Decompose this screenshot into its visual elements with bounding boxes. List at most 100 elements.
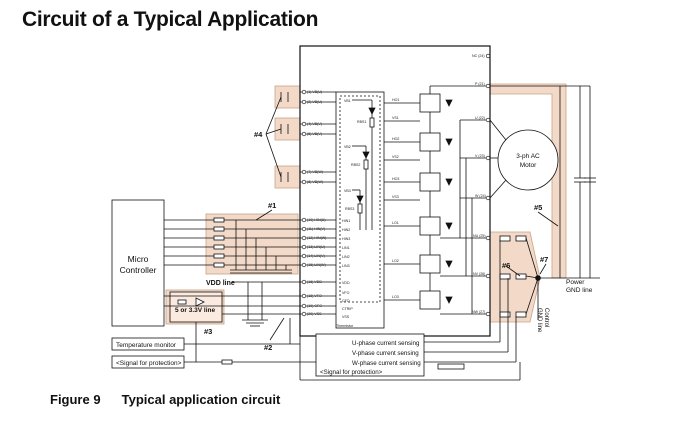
page-title: Circuit of a Typical Application xyxy=(22,8,319,31)
sensing-lines xyxy=(424,240,517,370)
pin-input-5: (15) LIN(W) xyxy=(307,263,326,267)
pin-right-3: V (23) xyxy=(475,154,485,158)
freewheel-diodes xyxy=(445,99,453,304)
figure-number: Figure 9 xyxy=(50,392,101,407)
pin-left-top-0: (1) VB(U) xyxy=(307,90,322,94)
pin-input-1: (11) HIN(V) xyxy=(307,227,325,231)
ic-ho2: HO2 xyxy=(392,137,399,141)
ic-vfo: VFO xyxy=(342,291,350,295)
ic-vb3: VB3 xyxy=(344,189,351,193)
power-gnd-label-2: GND line xyxy=(566,287,593,294)
ic-vs1: VS1 xyxy=(392,116,399,120)
ic-cfo: CFO xyxy=(342,299,350,303)
temperature-monitor-label: Temperature monitor xyxy=(116,342,177,349)
annotation-6: #6 xyxy=(502,261,510,270)
ic-hin2: HIN2 xyxy=(342,228,350,232)
ic-vdd: VDD xyxy=(342,281,350,285)
signal-protection-box-label: <Signal for protection> xyxy=(320,369,383,376)
ipm-module-outline xyxy=(299,45,491,337)
ic-lo1: LO1 xyxy=(392,221,399,225)
motor-label-2: Motor xyxy=(520,162,537,169)
bootstrap-caps xyxy=(265,92,289,182)
annotation-4: #4 xyxy=(254,130,263,139)
annotation-2: #2 xyxy=(264,343,272,352)
annotation-3: #3 xyxy=(204,327,212,336)
pin-right-4: W (24) xyxy=(475,194,486,198)
ic-rbs2: RBS2 xyxy=(351,163,360,167)
pin-input-4: (14) LIN(V) xyxy=(307,254,325,258)
ic-lin3: LIN3 xyxy=(342,264,350,268)
ic-hin3: HIN3 xyxy=(342,237,350,241)
micro-controller-label-2: Controller xyxy=(120,265,157,275)
pin-left-top-5: (8) VB(W) xyxy=(307,180,323,184)
annotation-5: #5 xyxy=(534,203,542,212)
input-capacitors xyxy=(230,220,292,274)
signal-protection-left-label: <Signal for protection> xyxy=(116,360,182,367)
igbt-high-side xyxy=(419,93,441,192)
vdd-line-label: VDD line xyxy=(206,280,235,287)
bootstrap-highlight-1 xyxy=(274,85,301,109)
ic-lo3: LO3 xyxy=(392,295,399,299)
pin-left-top-1: (2) VB(U) xyxy=(307,100,322,104)
pin-input-3: (13) LIN(U) xyxy=(307,245,325,249)
pin-right-5: NU (25) xyxy=(473,234,486,238)
control-gnd-label-1: Control xyxy=(543,308,549,327)
ic-vss: VSS xyxy=(342,315,350,319)
annotation-7: #7 xyxy=(540,255,548,264)
ic-hin1: HIN1 xyxy=(342,219,350,223)
phase-buses xyxy=(429,85,490,315)
figure-caption: Figure 9 Typical application circuit xyxy=(50,392,280,407)
ic-lo2: LO2 xyxy=(392,259,399,263)
ic-driver-inner xyxy=(339,95,381,303)
control-gnd-label-2: GND line xyxy=(536,308,542,333)
bootstrap-lines xyxy=(300,91,336,183)
pin-bottom-3: (20) VSS xyxy=(307,312,322,316)
ic-thermistor: Thermistor xyxy=(336,324,354,328)
ic-vb1: VB1 xyxy=(344,99,351,103)
bootstrap-highlight-2 xyxy=(274,117,301,141)
ic-bootstrap-diodes xyxy=(352,99,376,230)
current-sensing-w: W-phase current sensing xyxy=(352,360,421,367)
ic-vs3: VS3 xyxy=(392,195,399,199)
pin-input-2: (12) HIN(W) xyxy=(307,236,326,240)
supply-line-label: 5 or 3.3V line xyxy=(175,307,215,314)
power-gnd-label-1: Power xyxy=(566,279,585,286)
gate-lines xyxy=(384,102,420,301)
pin-right-0: NC (24) xyxy=(472,54,485,58)
ic-ctrip: CTRIP xyxy=(342,307,353,311)
pin-left-top-3: (5) VB(V) xyxy=(307,132,322,136)
pin-input-0: (10) HIN(U) xyxy=(307,218,326,222)
pin-right-7: NW (27) xyxy=(472,310,485,314)
pin-bottom-1: (18) VFO xyxy=(307,294,322,298)
pin-bottom-2: (19) CFO xyxy=(307,304,322,308)
ic-lin1: LIN1 xyxy=(342,246,350,250)
ic-ho1: HO1 xyxy=(392,98,399,102)
current-sensing-box xyxy=(315,333,425,377)
input-resistors xyxy=(213,217,225,268)
bootstrap-highlight-3 xyxy=(274,165,301,189)
ic-vs2: VS2 xyxy=(392,155,399,159)
input-signal-lines xyxy=(164,219,336,266)
current-sensing-v: V-phase current sensing xyxy=(352,350,419,357)
ic-lin2: LIN2 xyxy=(342,255,350,259)
current-sensing-u: U-phase current sensing xyxy=(352,340,420,347)
power-rail xyxy=(490,85,600,279)
motor-label-1: 3-ph AC xyxy=(516,153,540,160)
pin-left-top-4: (7) VB(W) xyxy=(307,170,323,174)
pin-right-2: U (22) xyxy=(475,116,485,120)
pin-right-1: P (21) xyxy=(475,82,485,86)
ic-ho3: HO3 xyxy=(392,177,399,181)
shunt-resistors xyxy=(499,235,527,318)
ic-rbs1: RBS1 xyxy=(357,120,366,124)
figure-caption-text: Typical application circuit xyxy=(121,392,281,407)
pin-bottom-0: (16) VDD xyxy=(307,280,322,284)
micro-controller-box xyxy=(111,199,165,327)
micro-controller-label-1: Micro xyxy=(128,254,149,264)
ic-rbs3: RBS3 xyxy=(345,207,354,211)
pin-left-top-2: (4) VB(V) xyxy=(307,122,322,126)
pin-right-6: NV (26) xyxy=(473,272,485,276)
supply-box xyxy=(169,291,223,323)
ic-vb2: VB2 xyxy=(344,145,351,149)
igbt-low-side xyxy=(419,216,441,310)
